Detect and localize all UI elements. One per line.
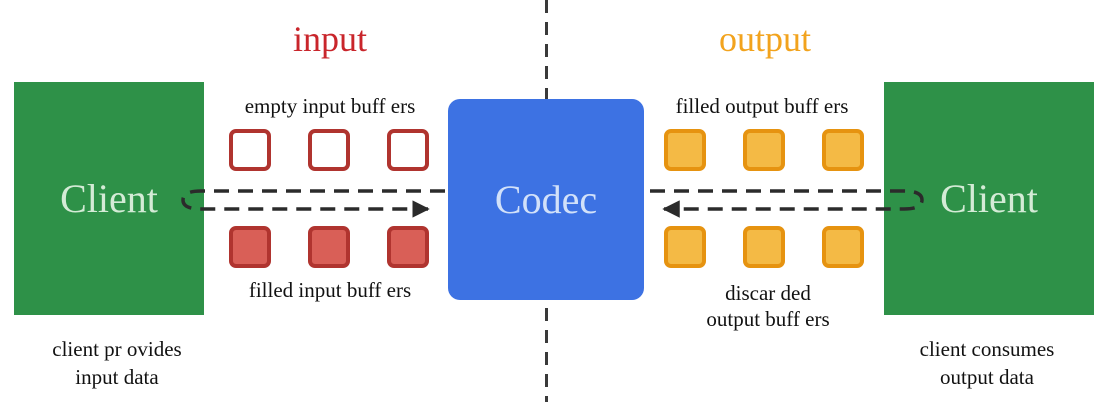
client-left-box: Client xyxy=(14,82,204,315)
discarded-label-line1: discar ded xyxy=(725,281,811,305)
filled-output-buffers-label: filled output buff ers xyxy=(675,94,849,118)
discarded-output-buffer xyxy=(664,226,706,268)
codec-label: Codec xyxy=(494,177,598,222)
discarded-label-line2: output buff ers xyxy=(706,307,830,332)
output-flow-arrow xyxy=(650,189,924,218)
client-right-box: Client xyxy=(884,82,1094,315)
empty-input-buffer xyxy=(308,129,350,171)
empty-input-buffers-row xyxy=(229,129,429,171)
empty-input-buffers-label: empty input buff ers xyxy=(244,94,416,118)
discarded-output-buffers-label: discar ded output buff ers xyxy=(643,280,893,333)
client-right-caption: client consumes output data xyxy=(872,335,1102,392)
filled-input-buffer xyxy=(308,226,350,268)
client-right-label: Client xyxy=(940,176,1038,221)
filled-input-buffer xyxy=(387,226,429,268)
discarded-output-buffers-row xyxy=(664,226,864,268)
client-left-label: Client xyxy=(60,176,158,221)
discarded-output-buffer xyxy=(743,226,785,268)
client-left-caption: client pr ovides input data xyxy=(2,335,232,392)
client-left-caption-line1: client pr ovides xyxy=(52,337,182,361)
output-section-title: output xyxy=(718,19,811,59)
filled-output-buffer xyxy=(743,129,785,171)
input-flow-arrow xyxy=(181,189,445,218)
client-right-caption-line2: output data xyxy=(940,365,1034,390)
codec-box: Codec xyxy=(448,99,644,300)
filled-input-buffers-label: filled input buff ers xyxy=(248,278,412,302)
client-left-caption-line2: input data xyxy=(75,365,159,390)
filled-output-buffer xyxy=(664,129,706,171)
filled-output-buffer xyxy=(822,129,864,171)
discarded-output-buffer xyxy=(822,226,864,268)
empty-input-buffer xyxy=(387,129,429,171)
empty-input-buffer xyxy=(229,129,271,171)
filled-output-buffers-row xyxy=(664,129,864,171)
client-right-caption-line1: client consumes xyxy=(919,337,1055,361)
input-section-title: input xyxy=(292,19,367,59)
filled-input-buffers-row xyxy=(229,226,429,268)
filled-input-buffer xyxy=(229,226,271,268)
